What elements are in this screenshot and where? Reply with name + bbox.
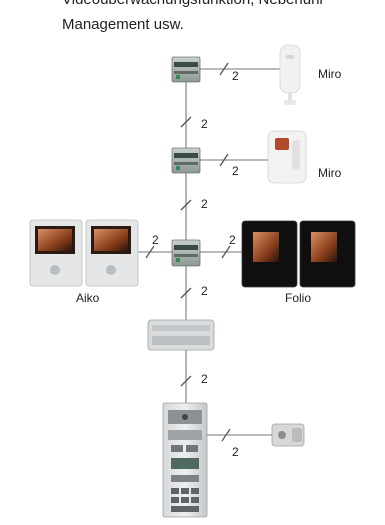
distribution-module (171, 147, 201, 174)
header-text-line-1: Videoüberwachungsfunktion, Nebenuhr (62, 0, 324, 9)
distribution-module (171, 56, 201, 83)
wire-count-label: 2 (201, 117, 208, 131)
header-text-line-2: Management usw. (62, 16, 184, 33)
outdoor-door-panel (162, 402, 208, 518)
wire-count-label: 2 (152, 233, 159, 247)
miro-handset-1 (279, 44, 301, 105)
device-label-folio: Folio (285, 291, 311, 305)
miro-handset-2 (267, 130, 307, 184)
wire-count-label: 2 (201, 197, 208, 211)
wire-count-label: 2 (201, 284, 208, 298)
wire-count-label: 2 (201, 372, 208, 386)
wire-count-label: 2 (232, 164, 239, 178)
wire-count-label: 2 (232, 445, 239, 459)
device-label-miro-1: Miro (318, 67, 342, 81)
folio-monitor-1 (241, 220, 298, 288)
wire-count-label: 2 (229, 233, 236, 247)
aiko-monitor-1 (29, 219, 83, 287)
aiko-monitor-2 (85, 219, 139, 287)
wire-count-markers (145, 62, 231, 442)
distribution-module (171, 239, 201, 267)
door-camera (271, 423, 305, 447)
power-supply-unit (147, 319, 215, 351)
folio-monitor-2 (299, 220, 356, 288)
device-label-aiko: Aiko (76, 291, 100, 305)
wire-count-label: 2 (232, 69, 239, 83)
device-label-miro-2: Miro (318, 166, 342, 180)
